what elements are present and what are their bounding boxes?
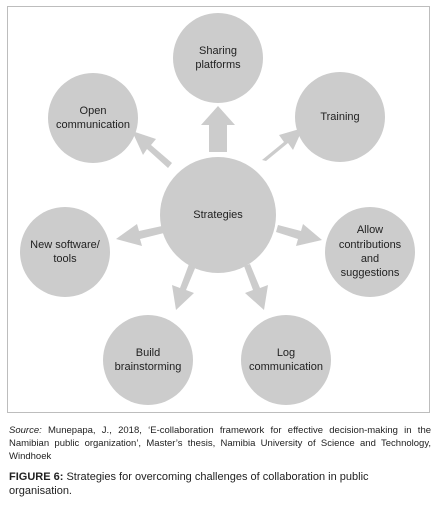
arrow-to-training bbox=[262, 128, 303, 161]
arrow-to-log bbox=[244, 264, 268, 310]
arrow-to-newsoftware bbox=[116, 224, 164, 246]
source-text: Munepapa, J., 2018, ‘E-collaboration fra… bbox=[9, 425, 432, 462]
arrow-to-sharing bbox=[201, 106, 235, 152]
arrow-to-build bbox=[172, 264, 196, 310]
node-circle-open bbox=[48, 73, 138, 163]
center-label: Strategies bbox=[193, 208, 243, 221]
strategy-diagram bbox=[20, 13, 415, 405]
source-note: Source: Munepapa, J., 2018, ‘E-collabora… bbox=[9, 425, 431, 463]
node-label-build: Build brainstorming bbox=[114, 346, 182, 373]
node-circle-allow bbox=[325, 207, 415, 297]
node-circle-log bbox=[241, 315, 331, 405]
node-label-training: Training bbox=[320, 110, 360, 123]
node-label-open: Open communication bbox=[56, 104, 130, 131]
center-circle bbox=[160, 157, 276, 273]
arrow-to-open bbox=[132, 131, 172, 168]
node-circle-training bbox=[295, 72, 385, 162]
node-label-newsoftware: New software/ tools bbox=[30, 238, 100, 265]
figure-caption: FIGURE 6: Strategies for overcoming chal… bbox=[9, 470, 431, 499]
arrow-to-allow bbox=[276, 224, 322, 246]
node-label-sharing: Sharing platforms bbox=[195, 44, 241, 71]
figure-frame bbox=[7, 6, 430, 413]
node-circle-sharing bbox=[173, 13, 263, 103]
node-circle-build bbox=[103, 315, 193, 405]
source-label: Source: bbox=[9, 425, 42, 436]
node-label-allow: Allow contributions and suggestions bbox=[338, 224, 402, 280]
caption-text: Strategies for overcoming challenges of … bbox=[9, 471, 369, 498]
node-circle-newsoftware bbox=[20, 207, 110, 297]
node-label-log: Log communication bbox=[249, 346, 323, 373]
caption-label: FIGURE 6: bbox=[9, 471, 64, 483]
